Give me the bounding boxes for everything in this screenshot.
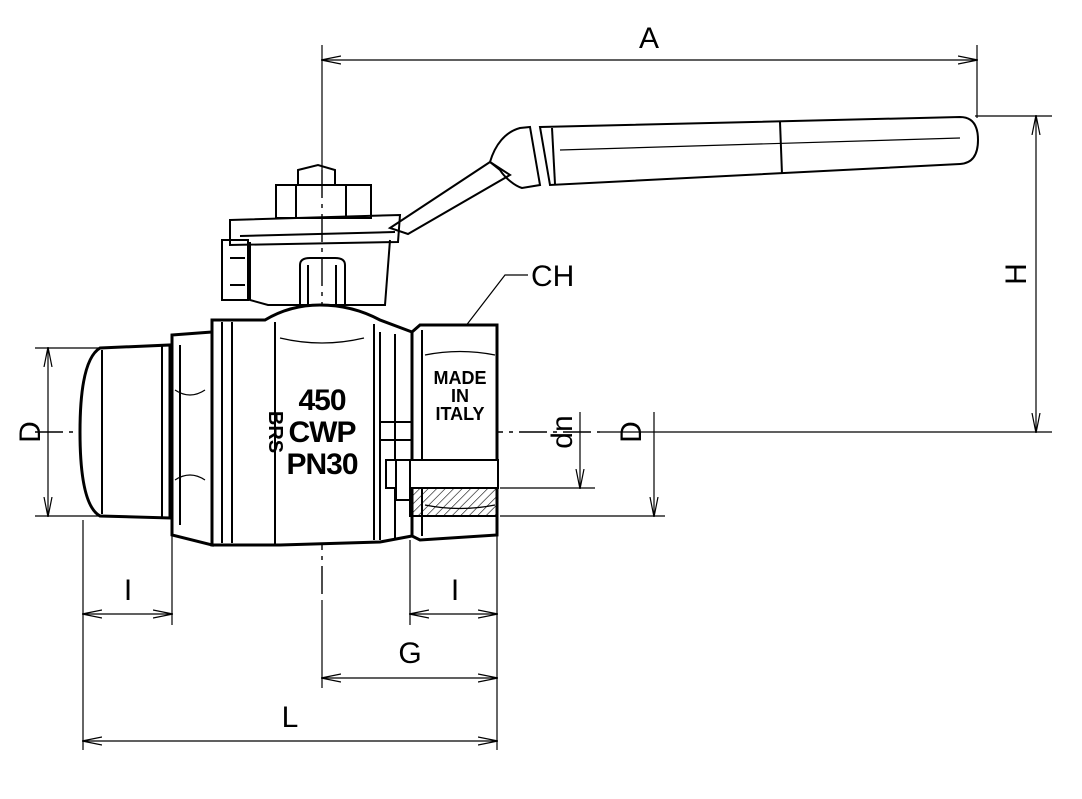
extension-lines — [35, 45, 1052, 750]
dim-i-right-label: I — [451, 574, 459, 607]
dim-ch-label: CH — [531, 260, 574, 293]
brand-marking: BRS — [264, 411, 286, 453]
dim-d-left-label: D — [14, 421, 47, 443]
dim-d-right-label: D — [615, 421, 648, 443]
nut-marking-line1: MADE — [434, 368, 487, 388]
nut-marking-line3: ITALY — [435, 404, 484, 424]
dim-dn-label: dn — [546, 415, 579, 448]
dim-g-label: G — [398, 637, 421, 670]
stem-neck — [221, 239, 391, 306]
lever-handle — [387, 115, 980, 236]
dim-a-label: A — [639, 22, 659, 55]
body-marking: 450 CWP PN30 BRS — [264, 384, 359, 481]
nut-marking-line2: IN — [451, 386, 469, 406]
dimension-labels: A H CH D dn D I I G L — [14, 22, 1033, 734]
dim-l-label: L — [282, 701, 299, 734]
female-end — [385, 323, 499, 542]
ch-leader — [454, 274, 528, 341]
dim-i-left-label: I — [124, 574, 132, 607]
body-marking-line3: PN30 — [286, 448, 357, 481]
valve-body — [210, 303, 416, 547]
male-end — [78, 330, 214, 547]
body-marking-line1: 450 — [298, 384, 345, 417]
stem-nut — [229, 163, 402, 247]
dim-h-label: H — [1000, 263, 1033, 285]
nut-marking: MADE IN ITALY — [434, 368, 487, 424]
body-marking-line2: CWP — [289, 416, 356, 449]
